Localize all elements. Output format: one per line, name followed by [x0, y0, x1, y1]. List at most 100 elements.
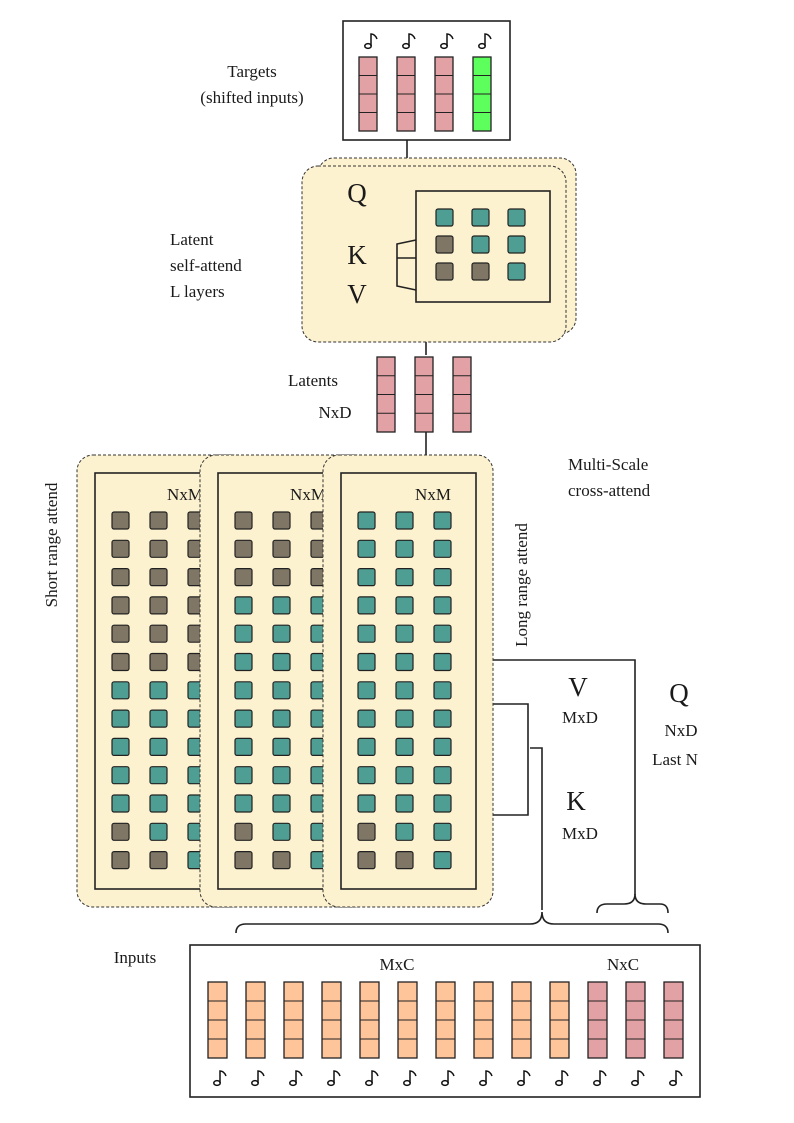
input-tokens	[207, 981, 684, 1059]
latent-token	[452, 356, 472, 433]
music-note-icon	[251, 1070, 265, 1087]
mask-cell	[272, 652, 291, 672]
music-note-icon	[440, 33, 454, 50]
mask-cell	[234, 567, 253, 587]
music-note-icon	[478, 33, 492, 50]
mask-cell	[357, 822, 376, 841]
mask-cell	[433, 766, 452, 785]
target-token	[472, 56, 492, 132]
inputs-section: Inputs MxC NxC	[114, 944, 701, 1098]
target-token	[358, 56, 378, 132]
mask-cell	[395, 766, 414, 785]
attention-cell	[435, 208, 454, 227]
mask-cell	[149, 709, 168, 728]
latent-token	[376, 356, 396, 433]
mask-cell	[234, 766, 253, 785]
attention-cell	[507, 208, 526, 227]
mask-cell	[357, 794, 376, 813]
mask-cell	[433, 794, 452, 813]
mask-cell	[395, 737, 414, 757]
cross-attend-q-label: Q	[669, 678, 689, 708]
mask-cell	[272, 766, 291, 785]
mid-range-dims: NxM	[290, 485, 326, 504]
music-note-icon	[327, 1070, 341, 1087]
mask-cell	[234, 596, 253, 615]
long-range-mask	[357, 511, 452, 870]
target-token	[434, 56, 454, 132]
mask-cell	[234, 709, 253, 728]
long-range-panel: NxM	[322, 454, 494, 908]
music-note-icon	[441, 1070, 455, 1087]
mask-cell	[111, 652, 130, 672]
n-tokens-brace	[596, 893, 669, 914]
music-note-icon	[403, 1070, 417, 1087]
mask-cell	[272, 794, 291, 813]
mask-cell	[272, 822, 291, 841]
mask-cell	[272, 624, 291, 643]
long-range-label: Long range attend	[512, 523, 531, 647]
input-token	[283, 981, 304, 1059]
self-attend-label-line2: self-attend	[170, 256, 242, 275]
mask-cell	[433, 567, 452, 587]
mask-cell	[395, 596, 414, 615]
mask-cell	[433, 511, 452, 530]
music-note-icon	[669, 1070, 683, 1087]
mask-cell	[357, 766, 376, 785]
music-note-icon	[555, 1070, 569, 1087]
mask-cell	[357, 709, 376, 728]
mask-cell	[395, 624, 414, 643]
latents-section: Latents NxD	[288, 356, 472, 433]
input-token	[397, 981, 418, 1059]
input-token	[511, 981, 532, 1059]
mask-cell	[433, 850, 452, 870]
mask-cell	[357, 596, 376, 615]
mask-cell	[272, 850, 291, 870]
attention-cell	[507, 235, 526, 254]
short-range-dims: NxM	[167, 485, 203, 504]
targets-label: Targets	[227, 62, 276, 81]
cross-attend-q-note: Last N	[652, 750, 698, 769]
self-attend-matrix	[435, 208, 526, 281]
input-token	[359, 981, 380, 1059]
mask-cell	[357, 624, 376, 643]
mask-cell	[149, 766, 168, 785]
v-branch-line	[488, 659, 636, 895]
cross-attend-label-line1: Multi-Scale	[568, 455, 648, 474]
mask-cell	[272, 539, 291, 558]
mask-cell	[149, 681, 168, 700]
cross-attend-section: NxM NxM NxM Short range attend Long rang…	[42, 454, 698, 908]
mask-cell	[149, 539, 168, 558]
latent-tokens	[376, 356, 472, 433]
self-attend-label-line1: Latent	[170, 230, 214, 249]
input-token	[663, 981, 684, 1059]
targets-notes	[364, 33, 492, 50]
self-attend-section: Q K V Latent self-attend L layers	[170, 157, 577, 343]
short-range-label: Short range attend	[42, 482, 61, 607]
mask-cell	[149, 511, 168, 530]
mask-cell	[433, 822, 452, 841]
mask-cell	[395, 794, 414, 813]
mask-cell	[272, 567, 291, 587]
music-note-icon	[479, 1070, 493, 1087]
self-attend-label-line3: L layers	[170, 282, 225, 301]
input-token	[473, 981, 494, 1059]
mask-cell	[357, 737, 376, 757]
input-token	[245, 981, 266, 1059]
mask-cell	[149, 652, 168, 672]
mask-cell	[395, 511, 414, 530]
cross-attend-v-dims: MxD	[562, 708, 598, 727]
attention-cell	[507, 262, 526, 281]
mask-cell	[357, 567, 376, 587]
target-token	[396, 56, 416, 132]
mask-cell	[111, 624, 130, 643]
self-attend-q-label: Q	[347, 178, 367, 208]
mask-cell	[272, 596, 291, 615]
mask-cell	[111, 511, 130, 530]
mask-cell	[111, 822, 130, 841]
input-token	[207, 981, 228, 1059]
mask-cell	[433, 709, 452, 728]
mask-cell	[433, 737, 452, 757]
mask-cell	[111, 596, 130, 615]
inputs-m-dims: MxC	[380, 955, 415, 974]
